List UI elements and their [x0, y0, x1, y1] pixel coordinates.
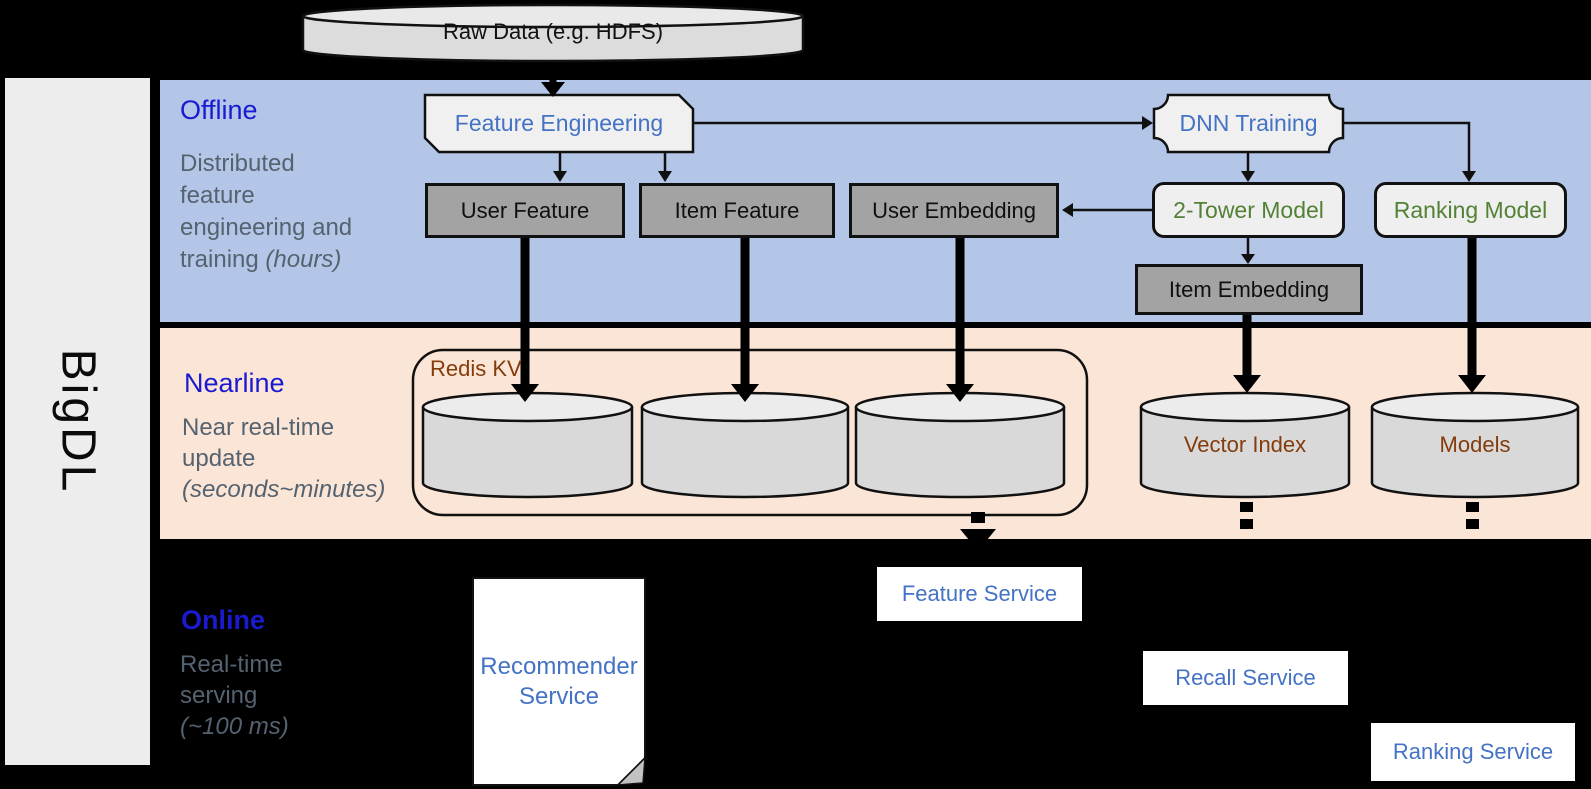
- raw-data-label: Raw Data (e.g. HDFS): [442, 19, 664, 44]
- arrow-two-tower-to-item-embedding: [1241, 238, 1255, 264]
- vector-index-cylinder: [1139, 391, 1351, 499]
- online-section-subtitle: Real-time serving (~100 ms): [180, 649, 289, 742]
- feature-service-box: Feature Service: [877, 567, 1082, 630]
- dnn-training-label: DNN Training: [1179, 110, 1318, 136]
- kv-cylinder-1: [421, 391, 634, 499]
- kv-cylinder-2: [640, 391, 850, 499]
- subtitle-line: serving: [180, 682, 258, 709]
- subtitle-line: feature: [180, 182, 255, 209]
- kv-cylinder-3: [854, 391, 1066, 499]
- nearline-section-subtitle: Near real-time update (seconds~minutes): [182, 412, 385, 505]
- offline-section-title: Offline: [180, 95, 258, 125]
- arrow-item-embedding-to-vector-index: [1233, 315, 1261, 393]
- ranking-model-box: Ranking Model: [1374, 182, 1567, 238]
- models-cylinder: [1370, 391, 1580, 499]
- user-feature-box: User Feature: [425, 183, 625, 238]
- feature-engineering-shape: [423, 93, 695, 154]
- recall-service-box: Recall Service: [1143, 651, 1348, 714]
- arrow-dnn-to-ranking-model: [1343, 121, 1476, 182]
- recommender-service-document: [472, 577, 646, 786]
- arrow-user-embedding-to-kv: [946, 238, 974, 402]
- arrow-fe-to-user-feature: [553, 152, 567, 182]
- arrow-dnn-to-two-tower: [1241, 152, 1255, 182]
- subtitle-line: training (hours): [180, 246, 342, 273]
- offline-section-subtitle: Distributed feature engineering and trai…: [180, 148, 352, 276]
- feature-engineering-label: Feature Engineering: [454, 110, 664, 136]
- arrow-item-feature-to-kv: [731, 238, 759, 402]
- dashed-arrow-models-to-ranking-service: [1466, 502, 1479, 529]
- arrow-ranking-model-to-models: [1458, 238, 1486, 393]
- redis-kv-container: [411, 348, 1089, 517]
- subtitle-line: update: [182, 445, 256, 472]
- arrow-fe-to-item-feature: [658, 152, 672, 182]
- ranking-service-box: Ranking Service: [1371, 723, 1575, 789]
- item-embedding-box: Item Embedding: [1135, 264, 1363, 315]
- arrow-user-feature-to-kv: [511, 238, 539, 402]
- raw-data-cylinder: [301, 3, 805, 63]
- dashed-arrow-kv-to-feature-service: [960, 512, 996, 551]
- dnn-training-shape: [1152, 93, 1345, 154]
- subtitle-line: Near real-time: [182, 414, 335, 441]
- bigdl-sidebar: BigDL: [5, 78, 150, 765]
- redis-kv-label: Redis KV: [430, 356, 522, 381]
- arrow-fe-to-dnn-training: [693, 116, 1153, 130]
- nearline-section-title: Nearline: [184, 368, 285, 398]
- subtitle-line: engineering and: [180, 214, 353, 241]
- subtitle-line: Distributed: [180, 150, 295, 177]
- subtitle-line: (seconds~minutes): [182, 476, 386, 503]
- user-embedding-box: User Embedding: [849, 183, 1059, 238]
- models-label: Models: [1439, 432, 1511, 457]
- recommender-service-label: Recommender Service: [480, 652, 638, 710]
- online-section-title: Online: [181, 605, 266, 635]
- arrow-two-tower-to-user-embedding: [1062, 203, 1152, 217]
- two-tower-model-box: 2-Tower Model: [1152, 182, 1345, 238]
- item-feature-box: Item Feature: [639, 183, 835, 238]
- subtitle-line: Real-time: [180, 651, 283, 678]
- dashed-arrow-vector-index-to-recall-service: [1240, 502, 1253, 529]
- arrow-raw-data-to-feature-engineering: [541, 62, 565, 97]
- subtitle-line: (~100 ms): [180, 713, 289, 740]
- vector-index-label: Vector Index: [1183, 432, 1307, 457]
